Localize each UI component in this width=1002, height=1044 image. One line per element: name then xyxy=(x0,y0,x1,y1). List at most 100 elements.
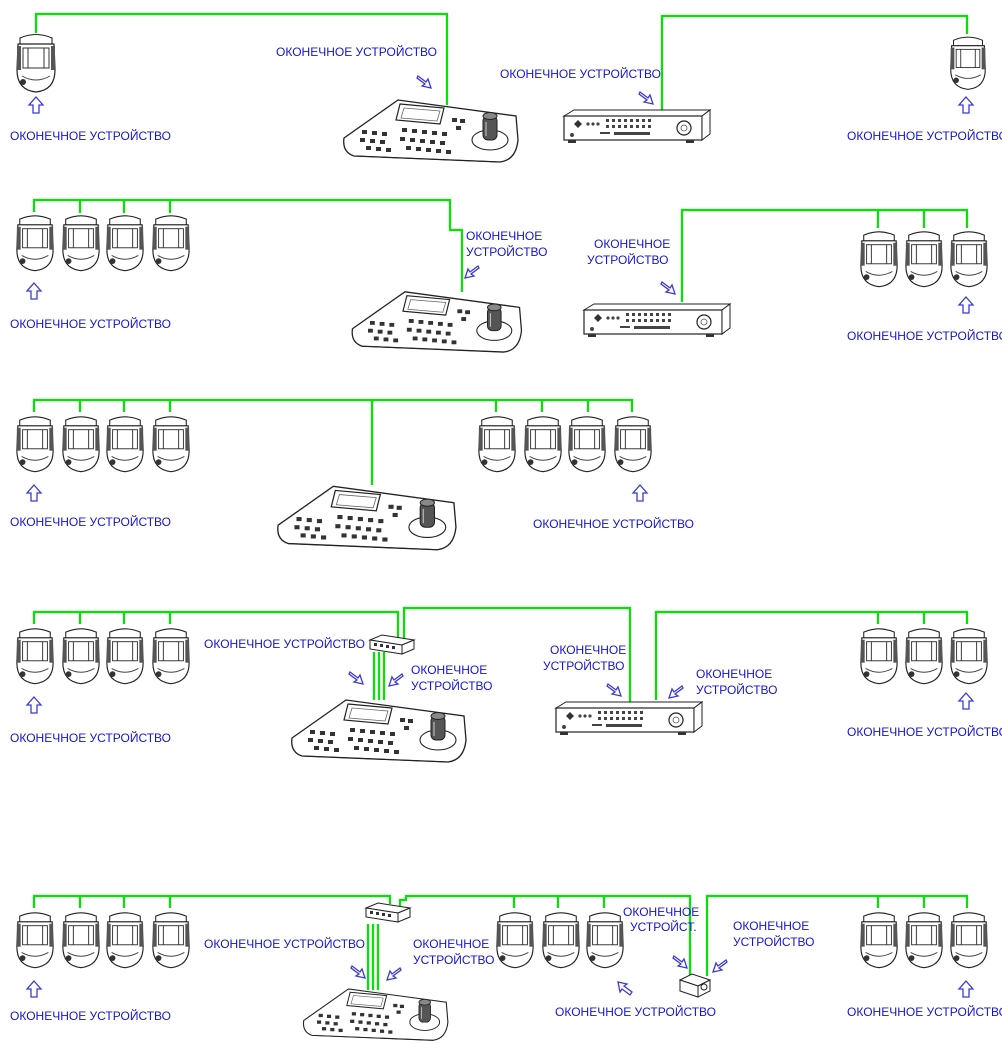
end-device-label: ОКОНЕЧНОЕ УСТРОЙСТВО xyxy=(204,636,365,651)
dome-camera-icon xyxy=(106,416,144,473)
end-device-label-line1: ОКОНЕЧНОЕ xyxy=(466,229,542,243)
up-arrow-icon xyxy=(958,296,974,314)
dome-camera-icon xyxy=(478,416,516,473)
dvr-recorder-icon xyxy=(555,701,703,736)
up-arrow-icon xyxy=(26,282,42,300)
diagonal-arrow-icon xyxy=(350,965,366,979)
end-device-label: ОКОНЕЧНОЕ УСТРОЙСТВО xyxy=(533,516,694,531)
up-arrow-icon xyxy=(632,484,648,502)
dome-camera-icon xyxy=(586,912,624,969)
end-device-label: ОКОНЕЧНОЕ УСТРОЙСТВО xyxy=(10,128,171,143)
junction-box-icon xyxy=(369,634,415,655)
up-arrow-icon xyxy=(26,484,42,502)
diagonal-arrow-icon xyxy=(638,91,654,105)
dome-camera-icon xyxy=(568,416,606,473)
diagonal-arrow-icon xyxy=(464,265,480,279)
dome-camera-icon xyxy=(152,912,190,969)
end-device-label: ОКОНЕЧНОЕ УСТРОЙСТВО xyxy=(276,44,437,59)
diagonal-arrow-icon xyxy=(668,685,684,699)
diagonal-arrow-icon xyxy=(388,673,404,687)
end-device-label: ОКОНЕЧНОЕ УСТРОЙСТВО xyxy=(10,1008,171,1023)
keyboard-controller-icon xyxy=(277,485,457,551)
dome-camera-icon xyxy=(152,628,190,685)
end-device-label-line1: ОКОНЕЧНОЕ xyxy=(696,667,772,681)
end-device-label: ОКОНЕЧНОЕ УСТРОЙСТВО xyxy=(10,316,171,331)
end-device-label: ОКОНЕЧНОЕ УСТРОЙСТВО xyxy=(500,66,661,81)
diagonal-arrow-icon xyxy=(672,955,688,969)
end-device-label: ОКОНЕЧНОЕ УСТРОЙСТВО xyxy=(847,724,1002,739)
end-device-label: ОКОНЕЧНОЕ УСТРОЙСТВО xyxy=(10,730,171,745)
dome-camera-icon xyxy=(905,628,943,685)
dome-camera-icon xyxy=(542,912,580,969)
end-device-label-line2: УСТРОЙСТВО xyxy=(733,934,814,949)
end-device-label-line2: УСТРОЙСТВО xyxy=(411,678,492,693)
up-arrow-icon xyxy=(26,980,42,998)
junction-box-icon xyxy=(679,973,711,998)
dome-camera-icon xyxy=(16,416,54,473)
dome-camera-icon xyxy=(106,912,144,969)
end-device-label-line2: УСТРОЙСТВО xyxy=(466,244,547,259)
dome-camera-icon xyxy=(16,33,56,93)
end-device-label-line1: ОКОНЕЧНОЕ xyxy=(733,919,809,933)
dome-camera-icon xyxy=(16,628,54,685)
dome-camera-icon xyxy=(905,912,943,969)
dome-camera-icon xyxy=(496,912,534,969)
end-device-label-line2: УСТРОЙСТВО xyxy=(543,658,624,673)
dome-camera-icon xyxy=(62,416,100,473)
keyboard-controller-icon xyxy=(302,988,449,1042)
end-device-label-line1: ОКОНЕЧНОЕ xyxy=(550,643,626,657)
end-device-label-line1: ОКОНЕЧНОЕ xyxy=(413,937,489,951)
up-arrow-icon xyxy=(958,96,974,114)
up-arrow-icon xyxy=(26,696,42,714)
end-device-label: ОКОНЕЧНОЕ УСТРОЙСТВО xyxy=(204,936,365,951)
end-device-label: ОКОНЕЧНОЕ УСТРОЙСТВО xyxy=(10,514,171,529)
diagonal-arrow-icon xyxy=(606,683,622,697)
dome-camera-icon xyxy=(860,628,898,685)
end-device-label-line1: ОКОНЕЧНОЕ xyxy=(623,905,699,919)
dome-camera-icon xyxy=(106,628,144,685)
dome-camera-icon xyxy=(950,912,988,969)
diagonal-arrow-icon xyxy=(416,75,432,89)
end-device-label: ОКОНЕЧНОЕ УСТРОЙСТВО xyxy=(847,128,1002,143)
end-device-label-line2: УСТРОЙСТВО xyxy=(413,952,494,967)
dome-camera-icon xyxy=(106,215,144,272)
up-arrow-icon xyxy=(958,692,974,710)
diagonal-arrow-icon xyxy=(386,967,402,981)
dome-camera-icon xyxy=(152,215,190,272)
up-arrow-icon xyxy=(28,96,44,114)
end-device-label: ОКОНЕЧНОЕ УСТРОЙСТВО xyxy=(555,1004,716,1019)
dome-camera-icon xyxy=(950,231,988,288)
up-arrow-icon xyxy=(958,980,974,998)
dome-camera-icon xyxy=(905,231,943,288)
dome-camera-icon xyxy=(152,416,190,473)
dvr-recorder-icon xyxy=(583,303,731,338)
dome-camera-icon xyxy=(860,231,898,288)
dome-camera-icon xyxy=(524,416,562,473)
diagonal-arrow-icon xyxy=(348,671,364,685)
end-device-label-line2: УСТРОЙСТВО xyxy=(587,252,668,267)
dome-camera-icon xyxy=(950,628,988,685)
junction-box-icon xyxy=(365,902,411,923)
end-device-label-line2: УСТРОЙСТВО xyxy=(696,682,777,697)
dome-camera-icon xyxy=(860,912,898,969)
end-device-label: ОКОНЕЧНОЕ УСТРОЙСТВО xyxy=(847,1004,1002,1019)
dome-camera-icon xyxy=(62,912,100,969)
keyboard-controller-icon xyxy=(351,291,523,353)
keyboard-controller-icon xyxy=(343,99,519,163)
end-device-label: ОКОНЕЧНОЕ УСТРОЙСТВО xyxy=(847,328,1002,343)
end-device-label-short: УСТРОЙСТ. xyxy=(630,919,697,934)
dome-camera-icon xyxy=(62,215,100,272)
dome-camera-icon xyxy=(16,912,54,969)
keyboard-controller-icon xyxy=(291,699,467,763)
dome-camera-icon xyxy=(16,215,54,272)
dome-camera-icon xyxy=(62,628,100,685)
diagonal-arrow-icon xyxy=(712,959,728,973)
dome-camera-icon xyxy=(614,416,652,473)
diagonal-arrow-icon xyxy=(660,281,676,295)
dome-camera-icon xyxy=(950,36,986,90)
dvr-recorder-icon xyxy=(563,109,711,144)
end-device-label-line1: ОКОНЕЧНОЕ xyxy=(411,663,487,677)
diagonal-arrow-icon xyxy=(617,981,633,996)
end-device-label-line1: ОКОНЕЧНОЕ xyxy=(594,237,670,251)
